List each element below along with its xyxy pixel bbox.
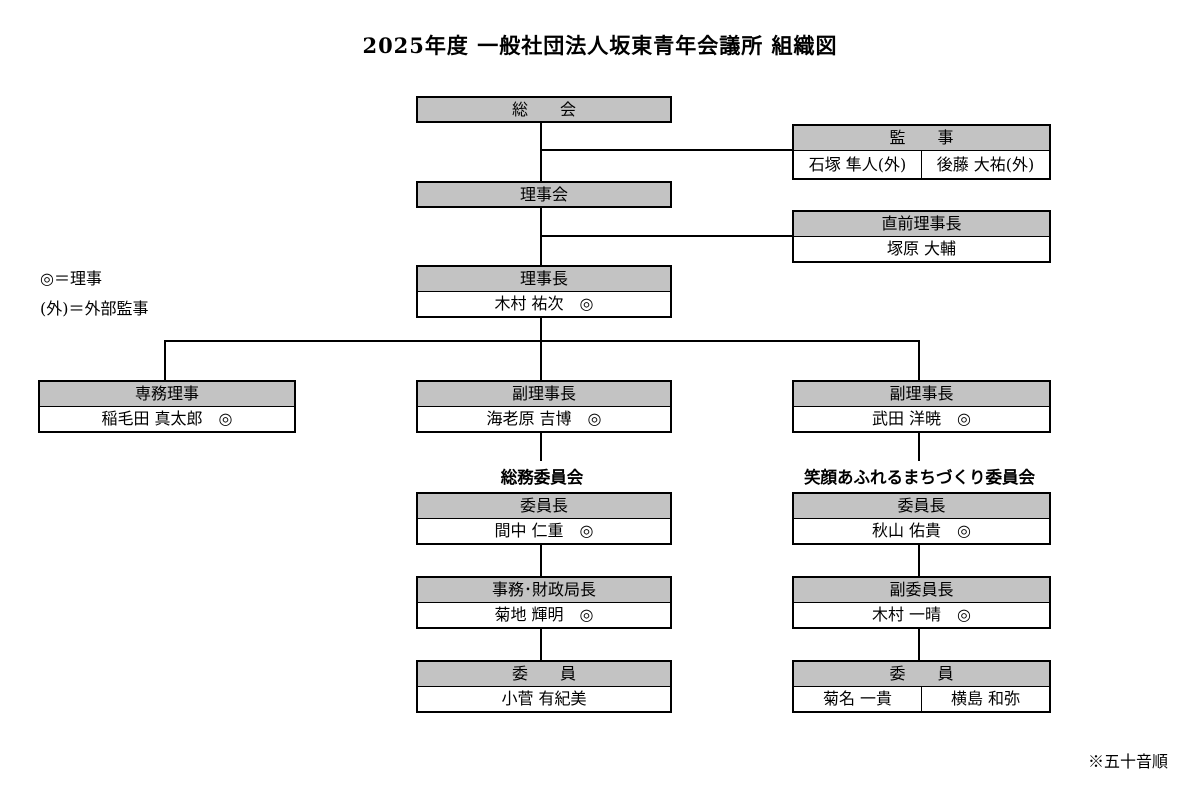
committee-1-members-title: 委 員 (418, 662, 670, 687)
node-general-assembly-title: 総 会 (418, 98, 670, 121)
committee-2-vice-chair-name: 木村 一晴 ◎ (794, 603, 1049, 627)
connector-vicechair-members (918, 629, 920, 660)
committee-2-members-row: 菊名 一貴 横島 和弥 (794, 687, 1049, 711)
committee-2-name: 笑顔あふれるまちづくり委員会 (804, 469, 1035, 487)
node-general-assembly: 総 会 (416, 96, 672, 123)
node-past-president-name: 塚原 大輔 (794, 237, 1049, 261)
node-president-name: 木村 祐次 ◎ (418, 292, 670, 316)
node-executive-director-name: 稲毛田 真太郎 ◎ (40, 407, 294, 431)
connector-chair1-secretariat (540, 545, 542, 576)
connector-vp1-committee (540, 433, 542, 461)
node-committee-2-vice-chair: 副委員長 木村 一晴 ◎ (792, 576, 1051, 629)
footnote-alphabetical-order: ※五十音順 (1087, 752, 1168, 771)
node-vice-president-2: 副理事長 武田 洋暁 ◎ (792, 380, 1051, 433)
auditor-member: 石塚 隼人(外) (808, 155, 907, 174)
node-auditors-members: 石塚 隼人(外) 後藤 大祐(外) (794, 151, 1049, 178)
page-title: 2025年度 一般社団法人坂東青年会議所 組織図 (362, 33, 838, 58)
legend: ◎＝理事 (外)＝外部監事 (40, 264, 149, 324)
node-past-president-title: 直前理事長 (794, 212, 1049, 237)
connector-to-auditors (541, 149, 792, 151)
committee-1-chair-title: 委員長 (418, 494, 670, 519)
node-secretariat-finance-director: 事務･財政局長 菊地 輝明 ◎ (416, 576, 672, 629)
connector-to-past-president (541, 235, 792, 237)
secretariat-title: 事務･財政局長 (418, 578, 670, 603)
connector-vp2-committee (918, 433, 920, 461)
node-committee-1-members: 委 員 小菅 有紀美 (416, 660, 672, 713)
connector-assembly-board (540, 123, 542, 181)
committee-1-chair-name: 間中 仁重 ◎ (418, 519, 670, 543)
node-vice-president-1-name: 海老原 吉博 ◎ (418, 407, 670, 431)
committee-2-member: 横島 和弥 (921, 687, 1049, 711)
committee-2-members-title: 委 員 (794, 662, 1049, 687)
node-board-of-directors: 理事会 (416, 181, 672, 208)
legend-director: ◎＝理事 (40, 269, 102, 288)
node-immediate-past-president: 直前理事長 塚原 大輔 (792, 210, 1051, 263)
node-president-title: 理事長 (418, 267, 670, 292)
node-vice-president-2-title: 副理事長 (794, 382, 1049, 407)
connector-drop-executive-director (164, 340, 166, 380)
node-auditors: 監 事 石塚 隼人(外) 後藤 大祐(外) (792, 124, 1051, 180)
node-committee-1-chair: 委員長 間中 仁重 ◎ (416, 492, 672, 545)
connector-drop-vice-president-2 (918, 340, 920, 380)
connector-branch-bar (164, 340, 920, 342)
secretariat-name: 菊地 輝明 ◎ (418, 603, 670, 627)
node-executive-director-title: 専務理事 (40, 382, 294, 407)
auditor-member: 後藤 大祐(外) (921, 151, 1049, 178)
committee-2-chair-name: 秋山 佑貴 ◎ (794, 519, 1049, 543)
node-vice-president-1: 副理事長 海老原 吉博 ◎ (416, 380, 672, 433)
committee-1-name: 総務委員会 (500, 469, 584, 487)
node-president: 理事長 木村 祐次 ◎ (416, 265, 672, 318)
node-committee-2-chair: 委員長 秋山 佑貴 ◎ (792, 492, 1051, 545)
node-vice-president-1-title: 副理事長 (418, 382, 670, 407)
connector-president-stem (540, 318, 542, 342)
committee-2-chair-title: 委員長 (794, 494, 1049, 519)
connector-secretariat-members (540, 629, 542, 660)
committee-2-vice-chair-title: 副委員長 (794, 578, 1049, 603)
connector-chair2-vicechair (918, 545, 920, 576)
node-committee-2-members: 委 員 菊名 一貴 横島 和弥 (792, 660, 1051, 713)
node-executive-director: 専務理事 稲毛田 真太郎 ◎ (38, 380, 296, 433)
node-board-title: 理事会 (418, 183, 670, 206)
node-vice-president-2-name: 武田 洋暁 ◎ (794, 407, 1049, 431)
connector-drop-vice-president-1 (540, 340, 542, 380)
committee-2-member: 菊名 一貴 (822, 689, 893, 708)
node-auditors-title: 監 事 (794, 126, 1049, 151)
committee-1-member: 小菅 有紀美 (418, 687, 670, 711)
legend-external-auditor: (外)＝外部監事 (40, 299, 149, 318)
